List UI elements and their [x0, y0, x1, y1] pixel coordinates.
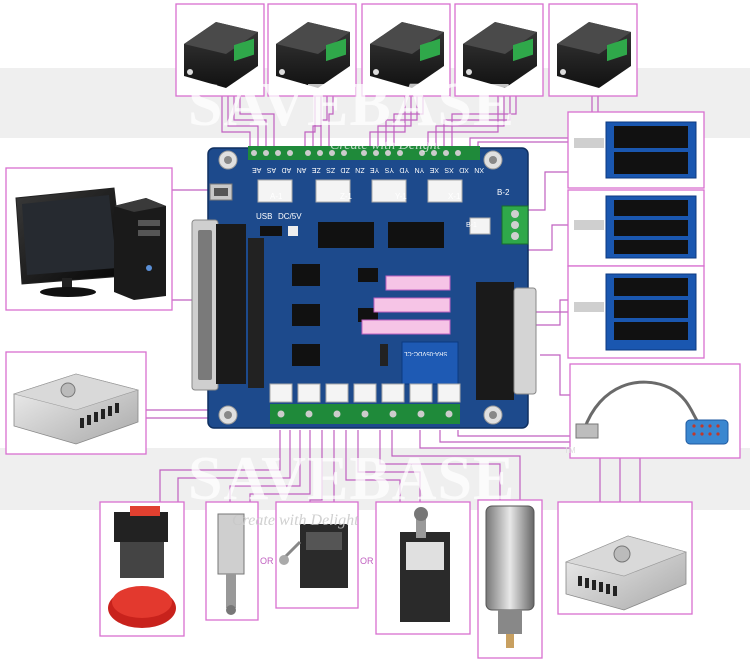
axis-label: ZE	[311, 166, 321, 173]
stepper-driver-3	[361, 3, 451, 97]
axis-label-row: XN XD XS XE YN YD YS YE ZN ZD ZS ZE AN A…	[252, 166, 484, 173]
axis-label: ZS	[326, 166, 336, 173]
axis-label: AS	[266, 166, 277, 173]
top-terminal-block	[248, 146, 480, 160]
or-label-1: OR	[260, 556, 274, 566]
display-module-3	[567, 265, 705, 359]
axis-label: ZN	[355, 166, 365, 173]
watermark-tagline-bottom: Create with Delight	[232, 512, 359, 529]
axis-label: ZD	[340, 166, 350, 173]
axis-label: AN	[296, 166, 307, 173]
axis-label: XD	[459, 166, 469, 173]
axis-label: YE	[369, 166, 380, 173]
limit-switch-2	[275, 501, 359, 609]
relay-text: SRA-05VDC-CL	[404, 350, 448, 356]
watermark-tagline-top: Create with Delight	[330, 138, 441, 153]
header-label-b2: B-2	[497, 188, 510, 197]
header-label-b1: B-1	[466, 222, 477, 229]
dc-label: DC/5V	[278, 212, 302, 221]
computer	[5, 167, 173, 311]
axis-label: AE	[252, 166, 262, 173]
axis-label: XS	[444, 166, 454, 173]
emergency-stop	[99, 501, 185, 637]
display-modules	[567, 111, 741, 459]
axis-label: AD	[281, 166, 292, 173]
axis-label: YS	[384, 166, 395, 173]
header-label-y: Y-1	[395, 192, 407, 201]
stepper-driver-4	[454, 3, 544, 97]
trademark-mark: TM	[564, 446, 576, 455]
display-module-2	[567, 189, 705, 267]
header-label-z: Z-1	[340, 192, 352, 201]
power-supply-left	[5, 351, 147, 455]
controller-board	[191, 146, 537, 429]
stepper-driver-1	[175, 3, 265, 97]
stepper-drivers	[175, 3, 638, 97]
or-label-2: OR	[360, 556, 374, 566]
stepper-driver-5	[548, 3, 638, 97]
axis-label: YN	[414, 166, 425, 173]
watermark-brand-top: SAVEBASE	[188, 71, 516, 139]
watermark-brand-bottom: SAVEBASE	[188, 445, 516, 513]
spindle-motor	[477, 499, 543, 659]
limit-switch-1	[205, 501, 259, 621]
handwheel-cable	[569, 363, 741, 459]
limit-switch-3	[375, 501, 471, 635]
header-label-x: X-1	[448, 192, 461, 201]
header-label-a: A-1	[270, 192, 283, 201]
axis-label: XE	[429, 166, 440, 173]
axis-label: YD	[399, 166, 410, 173]
stepper-driver-2	[267, 3, 357, 97]
power-supply-right	[557, 501, 693, 615]
display-module-1	[567, 111, 705, 189]
usb-label: USB	[256, 212, 273, 221]
axis-label: XN	[474, 166, 484, 173]
